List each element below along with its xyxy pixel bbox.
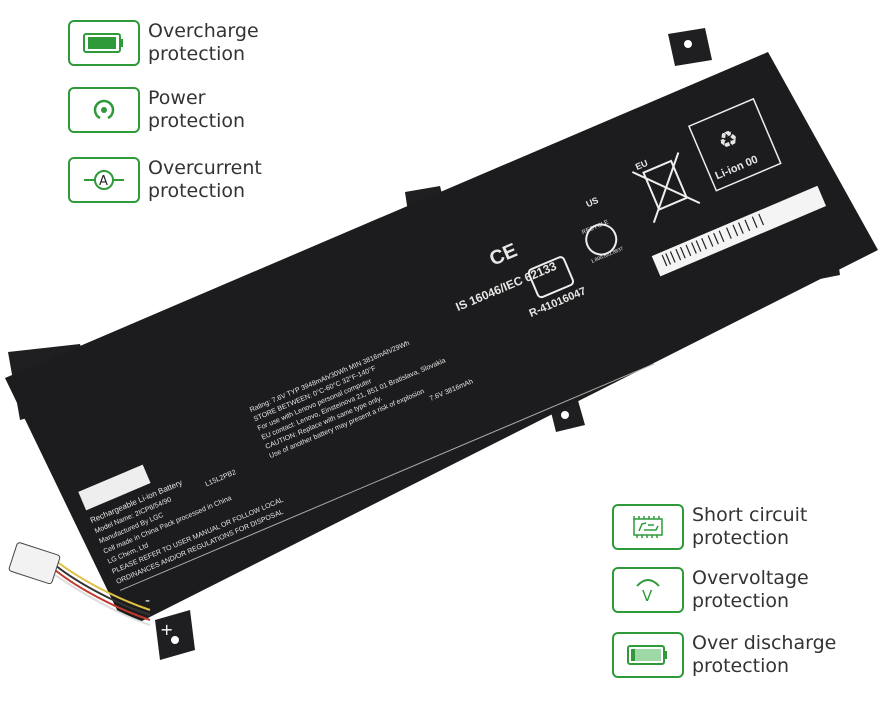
battery-full-icon [68, 20, 140, 66]
svg-text:V: V [642, 587, 653, 604]
feature-subtitle: protection [148, 110, 246, 132]
feature-title: Short circuit [692, 504, 808, 526]
feature-title: Power [148, 87, 206, 109]
ul-mark: US [584, 195, 599, 209]
feature-title: Overcharge [148, 20, 259, 42]
reg-mark-icon [527, 256, 575, 299]
battery-low-icon [612, 632, 684, 678]
svg-text:A: A [99, 174, 108, 189]
connector-plug [8, 542, 61, 585]
ammeter-icon: A [68, 157, 140, 203]
voltage-icon: V [612, 567, 684, 613]
connector-cable [54, 559, 151, 626]
feature-subtitle: protection [692, 590, 790, 612]
eu-label: EU [634, 158, 649, 172]
crossed-bin-icon [631, 152, 701, 223]
feature-subtitle: protection [692, 527, 790, 549]
power-icon [68, 87, 140, 133]
battery-body [5, 52, 878, 622]
feature-title: Over discharge [692, 632, 837, 654]
minus-terminal-label: - [145, 593, 150, 609]
recycle-seal-icon [585, 223, 618, 256]
blurred-label [78, 464, 151, 511]
barcode [651, 185, 827, 277]
recycle-box-icon [687, 97, 782, 192]
circuit-board-icon [612, 504, 684, 550]
feature-subtitle: protection [148, 43, 246, 65]
feature-subtitle: protection [692, 655, 790, 677]
feature-title: Overvoltage [692, 567, 809, 589]
feature-title: Overcurrent [148, 157, 262, 179]
feature-subtitle: protection [148, 180, 246, 202]
plus-terminal-label: + [160, 620, 173, 639]
